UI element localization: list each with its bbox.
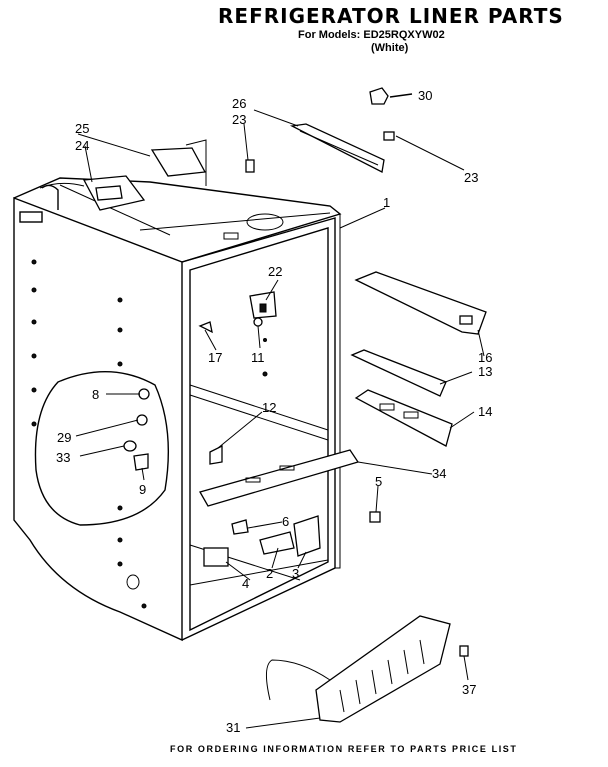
part-25-bracket <box>150 139 207 186</box>
callout-30: 30 <box>418 88 432 103</box>
callout-31: 31 <box>226 720 240 735</box>
callout-5: 5 <box>375 474 382 489</box>
callout-23-right: 23 <box>464 170 478 185</box>
callout-23-top: 23 <box>232 112 246 127</box>
detail-circle <box>34 371 170 526</box>
callout-24: 24 <box>75 138 89 153</box>
leader-lines <box>75 109 485 729</box>
model-line: For Models: ED25RQXYW02 <box>298 29 445 41</box>
callout-6: 6 <box>282 514 289 529</box>
part-22-bracket <box>249 291 277 319</box>
part-12-clip <box>209 444 223 465</box>
callout-3: 3 <box>292 566 299 581</box>
part-29-clip <box>136 414 148 426</box>
part-30-button <box>369 87 413 105</box>
part-13-support <box>350 349 447 397</box>
callout-16: 16 <box>478 350 492 365</box>
color-variant: (White) <box>371 42 409 54</box>
part-11-fastener <box>253 317 263 327</box>
part-8-clip <box>138 388 150 400</box>
callout-1: 1 <box>383 195 390 210</box>
part-16-shelf-rail <box>354 271 487 335</box>
callout-37: 37 <box>462 682 476 697</box>
callout-22: 22 <box>268 264 282 279</box>
callout-8: 8 <box>92 387 99 402</box>
part-37-screw <box>459 645 469 657</box>
callout-25: 25 <box>75 121 89 136</box>
ordering-info-footer: FOR ORDERING INFORMATION REFER TO PARTS … <box>170 744 518 754</box>
callout-2: 2 <box>266 566 273 581</box>
part-17-clip <box>198 321 213 334</box>
callout-11: 11 <box>251 350 265 365</box>
part-23-screw-top <box>245 131 395 173</box>
part-4-block <box>203 547 229 567</box>
callout-9: 9 <box>139 482 146 497</box>
callout-13: 13 <box>478 364 492 379</box>
diagram-title: REFRIGERATOR LINER PARTS <box>218 4 564 28</box>
part-31-assembly <box>266 615 451 723</box>
callout-14: 14 <box>478 404 492 419</box>
part-26-rail <box>289 123 385 173</box>
callout-33: 33 <box>56 450 70 465</box>
callout-26: 26 <box>232 96 246 111</box>
callout-17: 17 <box>208 350 222 365</box>
part-14-support <box>354 389 453 447</box>
part-24-control-housing <box>39 175 146 211</box>
part-2-bracket <box>259 531 295 555</box>
part-9-clip <box>133 453 149 471</box>
callout-labels: 30 26 23 23 25 24 1 22 17 11 16 13 14 12… <box>56 88 492 735</box>
callout-12: 12 <box>262 400 276 415</box>
part-3-bracket <box>293 515 321 557</box>
callout-34: 34 <box>432 466 446 481</box>
part-6-clip <box>231 519 249 535</box>
part-5-screw <box>369 511 381 523</box>
callout-4: 4 <box>242 576 249 591</box>
part-33-clip <box>123 440 137 452</box>
refrigerator-liner <box>13 177 342 642</box>
callout-29: 29 <box>57 430 71 445</box>
